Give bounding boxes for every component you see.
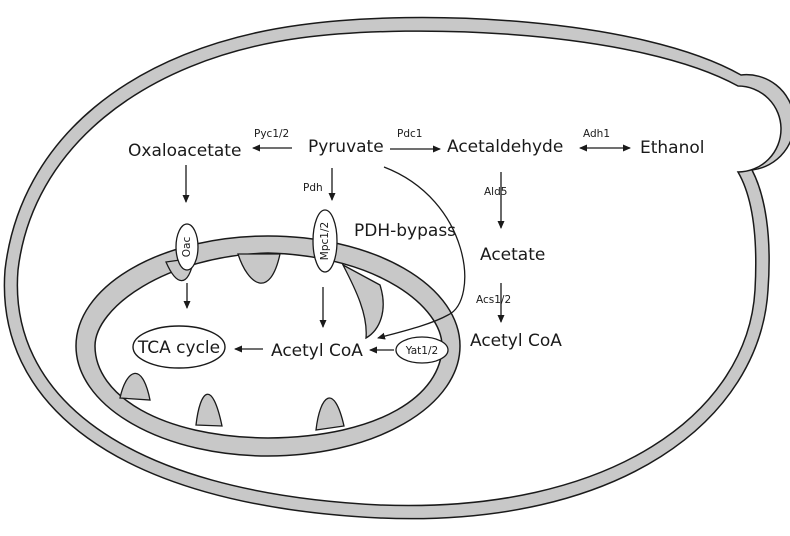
enzyme-ald: Ald5 <box>484 186 507 198</box>
transporter-oac-label: Oac <box>181 237 193 258</box>
enzyme-pyc: Pyc1/2 <box>254 128 289 140</box>
enzyme-adh: Adh1 <box>583 128 610 140</box>
metabolite-acetaldehyde: Acetaldehyde <box>447 137 563 157</box>
tca-cycle-label: TCA cycle <box>137 338 220 358</box>
transporter-oac: Oac <box>176 224 198 270</box>
transporter-mpc: Mpc1/2 <box>313 210 337 272</box>
metabolite-oxaloacetate: Oxaloacetate <box>128 141 241 161</box>
transporter-mpc-label: Mpc1/2 <box>319 222 331 260</box>
metabolite-ethanol: Ethanol <box>640 138 705 158</box>
transporter-yat-label: Yat1/2 <box>405 345 438 357</box>
enzyme-pdc: Pdc1 <box>397 128 422 140</box>
tca-cycle-node: TCA cycle <box>133 326 225 368</box>
metabolite-acetyl-coa-mito: Acetyl CoA <box>271 341 363 361</box>
enzyme-acs: Acs1/2 <box>476 294 511 306</box>
metabolite-acetate: Acetate <box>480 245 545 265</box>
metabolite-acetyl-coa-cytosol: Acetyl CoA <box>470 331 562 351</box>
metabolite-pyruvate: Pyruvate <box>308 137 384 157</box>
transporter-yat: Yat1/2 <box>396 337 448 363</box>
pdh-bypass-label: PDH-bypass <box>354 221 456 241</box>
enzyme-pdh: Pdh <box>303 182 323 194</box>
